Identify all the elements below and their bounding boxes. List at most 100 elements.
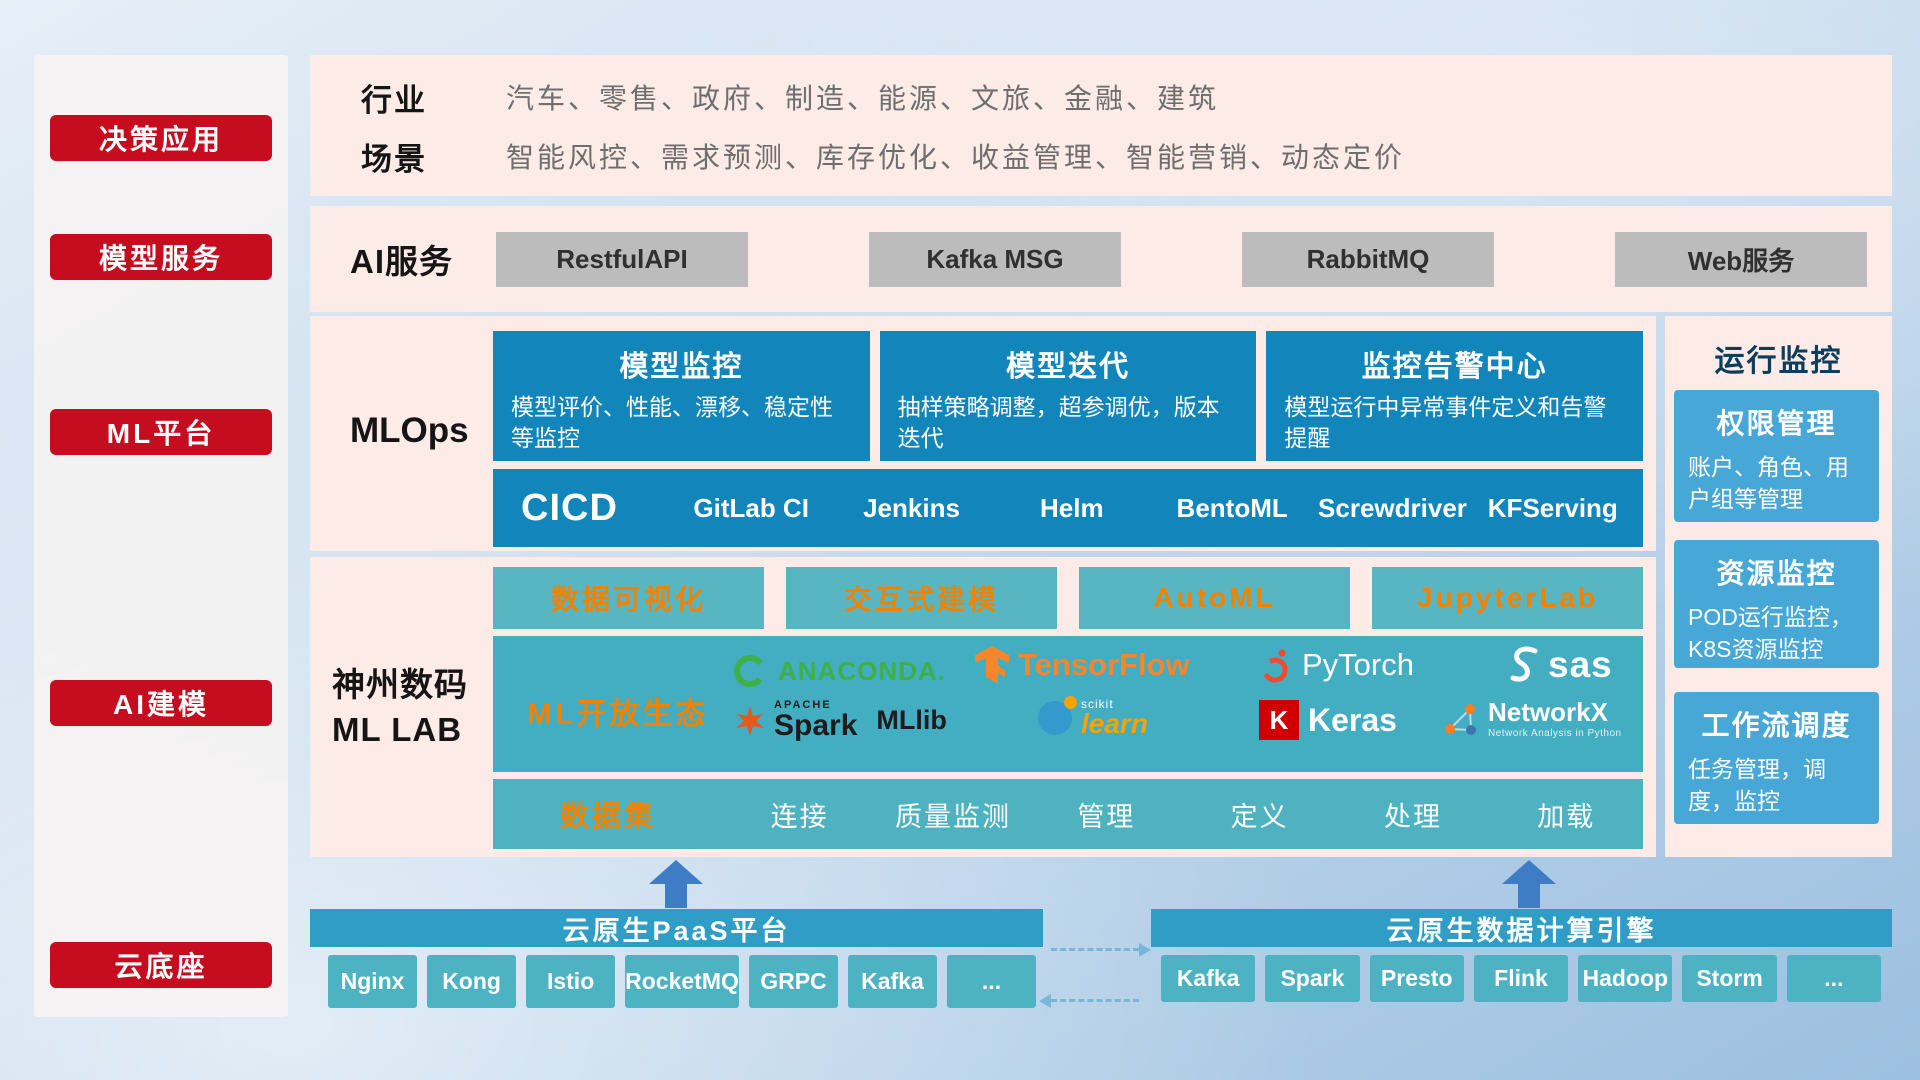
anaconda-wordmark: ANACONDA. — [778, 655, 946, 686]
ml-lab-band: 神州数码 ML LAB 数据可视化 交互式建模 AutoML JupyterLa… — [310, 557, 1656, 857]
interactive-modeling-button[interactable]: 交互式建模 — [786, 567, 1057, 629]
engine-chip-row: Kafka Spark Presto Flink Hadoop Storm ..… — [1161, 955, 1881, 1002]
industry-scenario-band: 行业 汽车、零售、政府、制造、能源、文旅、金融、建筑 场景 智能风控、需求预测、… — [310, 55, 1892, 196]
sidebar-item-model-services[interactable]: 模型服务 — [50, 234, 272, 280]
chip-engine-kafka[interactable]: Kafka — [1161, 955, 1256, 1002]
chip-grpc[interactable]: GRPC — [748, 955, 838, 1008]
ml-lab-label-line1: 神州数码 — [332, 666, 468, 703]
mlops-cards: 模型监控 模型评价、性能、漂移、稳定性等监控 模型迭代 抽样策略调整，超参调优，… — [493, 331, 1644, 461]
chip-flink[interactable]: Flink — [1473, 955, 1569, 1002]
scikit-label: scikit — [1081, 697, 1114, 711]
networkx-subtitle: Network Analysis in Python — [1488, 727, 1622, 739]
pytorch-wordmark: PyTorch — [1302, 647, 1414, 682]
keras-k-icon: K — [1259, 700, 1299, 740]
workflow-scheduler-title: 工作流调度 — [1701, 710, 1852, 741]
model-monitoring-title: 模型监控 — [619, 351, 744, 383]
networkx-logo: NetworkX Network Analysis in Python — [1441, 697, 1622, 739]
chip-spark[interactable]: Spark — [1265, 955, 1360, 1002]
chip-hadoop[interactable]: Hadoop — [1578, 955, 1673, 1002]
mlops-band: MLOps 模型监控 模型评价、性能、漂移、稳定性等监控 模型迭代 抽样策略调整… — [310, 316, 1656, 551]
dashed-arrow-left — [1039, 994, 1139, 1008]
learn-wordmark: learn — [1081, 708, 1148, 739]
resource-monitor-title: 资源监控 — [1716, 558, 1837, 589]
ai-service-band: AI服务 RestfulAPI Kafka MSG RabbitMQ Web服务 — [310, 206, 1892, 312]
permission-mgmt-desc: 账户、角色、用户组等管理 — [1688, 454, 1849, 513]
chip-rocketmq[interactable]: RocketMQ — [625, 955, 739, 1008]
tensorflow-wordmark: TensorFlow — [1018, 647, 1190, 682]
industry-list: 汽车、零售、政府、制造、能源、文旅、金融、建筑 — [506, 83, 1220, 114]
ai-service-buttons: RestfulAPI Kafka MSG RabbitMQ Web服务 — [496, 231, 1867, 287]
run-monitor-title: 运行监控 — [1714, 345, 1843, 378]
alert-center-desc: 模型运行中异常事件定义和告警提醒 — [1284, 394, 1607, 452]
restful-api-button[interactable]: RestfulAPI — [496, 231, 748, 287]
chip-presto[interactable]: Presto — [1369, 955, 1464, 1002]
anaconda-icon — [734, 655, 766, 687]
sidebar-item-decision-apps[interactable]: 决策应用 — [50, 115, 272, 161]
paas-platform-bar: 云原生PaaS平台 — [310, 909, 1043, 947]
chip-kong[interactable]: Kong — [427, 955, 517, 1008]
dataset-item-manage: 管理 — [1077, 801, 1136, 832]
permission-mgmt-card: 权限管理 账户、角色、用户组等管理 — [1674, 390, 1879, 522]
data-visualization-button[interactable]: 数据可视化 — [493, 567, 764, 629]
scenario-label: 场景 — [361, 141, 427, 177]
rabbitmq-button[interactable]: RabbitMQ — [1242, 231, 1494, 287]
bentoml-item: BentoML — [1176, 492, 1288, 523]
workflow-scheduler-card: 工作流调度 任务管理，调度，监控 — [1674, 692, 1879, 824]
industry-row: 行业 汽车、零售、政府、制造、能源、文旅、金融、建筑 — [361, 71, 1892, 123]
ml-lab-label: 神州数码 ML LAB — [332, 662, 468, 752]
sidebar-item-ml-platform[interactable]: ML平台 — [50, 409, 272, 455]
workflow-scheduler-desc: 任务管理，调度，监控 — [1688, 756, 1826, 815]
keras-wordmark: Keras — [1308, 701, 1397, 738]
sas-icon — [1510, 646, 1538, 682]
alert-center-card: 监控告警中心 模型运行中异常事件定义和告警提醒 — [1266, 331, 1644, 461]
web-service-button[interactable]: Web服务 — [1615, 231, 1867, 287]
tensorflow-logo: TensorFlow — [975, 646, 1190, 684]
scenario-list: 智能风控、需求预测、库存优化、收益管理、智能营销、动态定价 — [506, 142, 1406, 173]
scikit-circle-icon — [1038, 696, 1077, 735]
keras-logo: K Keras — [1259, 700, 1397, 740]
jupyterlab-button[interactable]: JupyterLab — [1372, 567, 1643, 629]
chip-nginx[interactable]: Nginx — [328, 955, 418, 1008]
industry-label: 行业 — [361, 82, 427, 118]
automl-button[interactable]: AutoML — [1079, 567, 1350, 629]
spark-star-icon — [736, 705, 764, 736]
dashed-arrow-right-head-icon — [1139, 943, 1151, 957]
model-monitoring-desc: 模型评价、性能、漂移、稳定性等监控 — [511, 394, 833, 452]
networkx-wordmark: NetworkX — [1488, 697, 1608, 727]
model-iteration-title: 模型迭代 — [1006, 351, 1131, 383]
chip-engine-more[interactable]: ... — [1786, 955, 1881, 1002]
scikit-wordmark-group: scikit learn — [1081, 698, 1148, 738]
dataset-item-define: 定义 — [1230, 801, 1289, 832]
mlops-label: MLOps — [350, 411, 469, 450]
model-monitoring-card: 模型监控 模型评价、性能、漂移、稳定性等监控 — [493, 331, 870, 461]
spark-wordmark-group: APACHE Spark — [774, 700, 857, 741]
dataset-item-quality: 质量监测 — [894, 801, 1011, 832]
dashed-arrow-right — [1051, 943, 1151, 957]
anaconda-logo: ANACONDA. — [731, 652, 946, 690]
sas-wordmark: sas — [1548, 644, 1613, 685]
apache-label: APACHE — [774, 699, 832, 711]
ml-open-ecosystem-box: ML开放生态 ANACONDA. TensorFlow PyTorch sas — [493, 636, 1643, 772]
chip-kafka[interactable]: Kafka — [847, 955, 937, 1008]
spark-wordmark: Spark — [774, 709, 858, 742]
sidebar-item-ai-modeling[interactable]: AI建模 — [50, 680, 272, 726]
chip-paas-more[interactable]: ... — [946, 955, 1037, 1008]
chip-istio[interactable]: Istio — [526, 955, 616, 1008]
paas-chip-row: Nginx Kong Istio RocketMQ GRPC Kafka ... — [328, 955, 1037, 1008]
ml-lab-label-line2: ML LAB — [332, 711, 463, 748]
networkx-icon — [1445, 703, 1476, 735]
resource-monitor-desc: POD运行监控，K8S资源监控 — [1688, 604, 1853, 663]
sidebar-item-cloud-base[interactable]: 云底座 — [50, 942, 272, 988]
spark-mllib-logo: APACHE Spark MLlib — [735, 700, 947, 741]
dataset-item-process: 处理 — [1383, 801, 1442, 832]
chip-storm[interactable]: Storm — [1682, 955, 1777, 1002]
dataset-item-load: 加载 — [1537, 801, 1596, 832]
resource-monitor-card: 资源监控 POD运行监控，K8S资源监控 — [1674, 540, 1879, 668]
kfserving-item: KFServing — [1487, 492, 1618, 523]
paas-up-arrow-icon — [649, 860, 703, 908]
kafka-msg-button[interactable]: Kafka MSG — [869, 231, 1121, 287]
model-iteration-card: 模型迭代 抽样策略调整，超参调优，版本迭代 — [879, 331, 1257, 461]
mllib-wordmark: MLlib — [876, 705, 947, 735]
left-rail: 决策应用 模型服务 ML平台 AI建模 云底座 — [34, 55, 288, 1017]
